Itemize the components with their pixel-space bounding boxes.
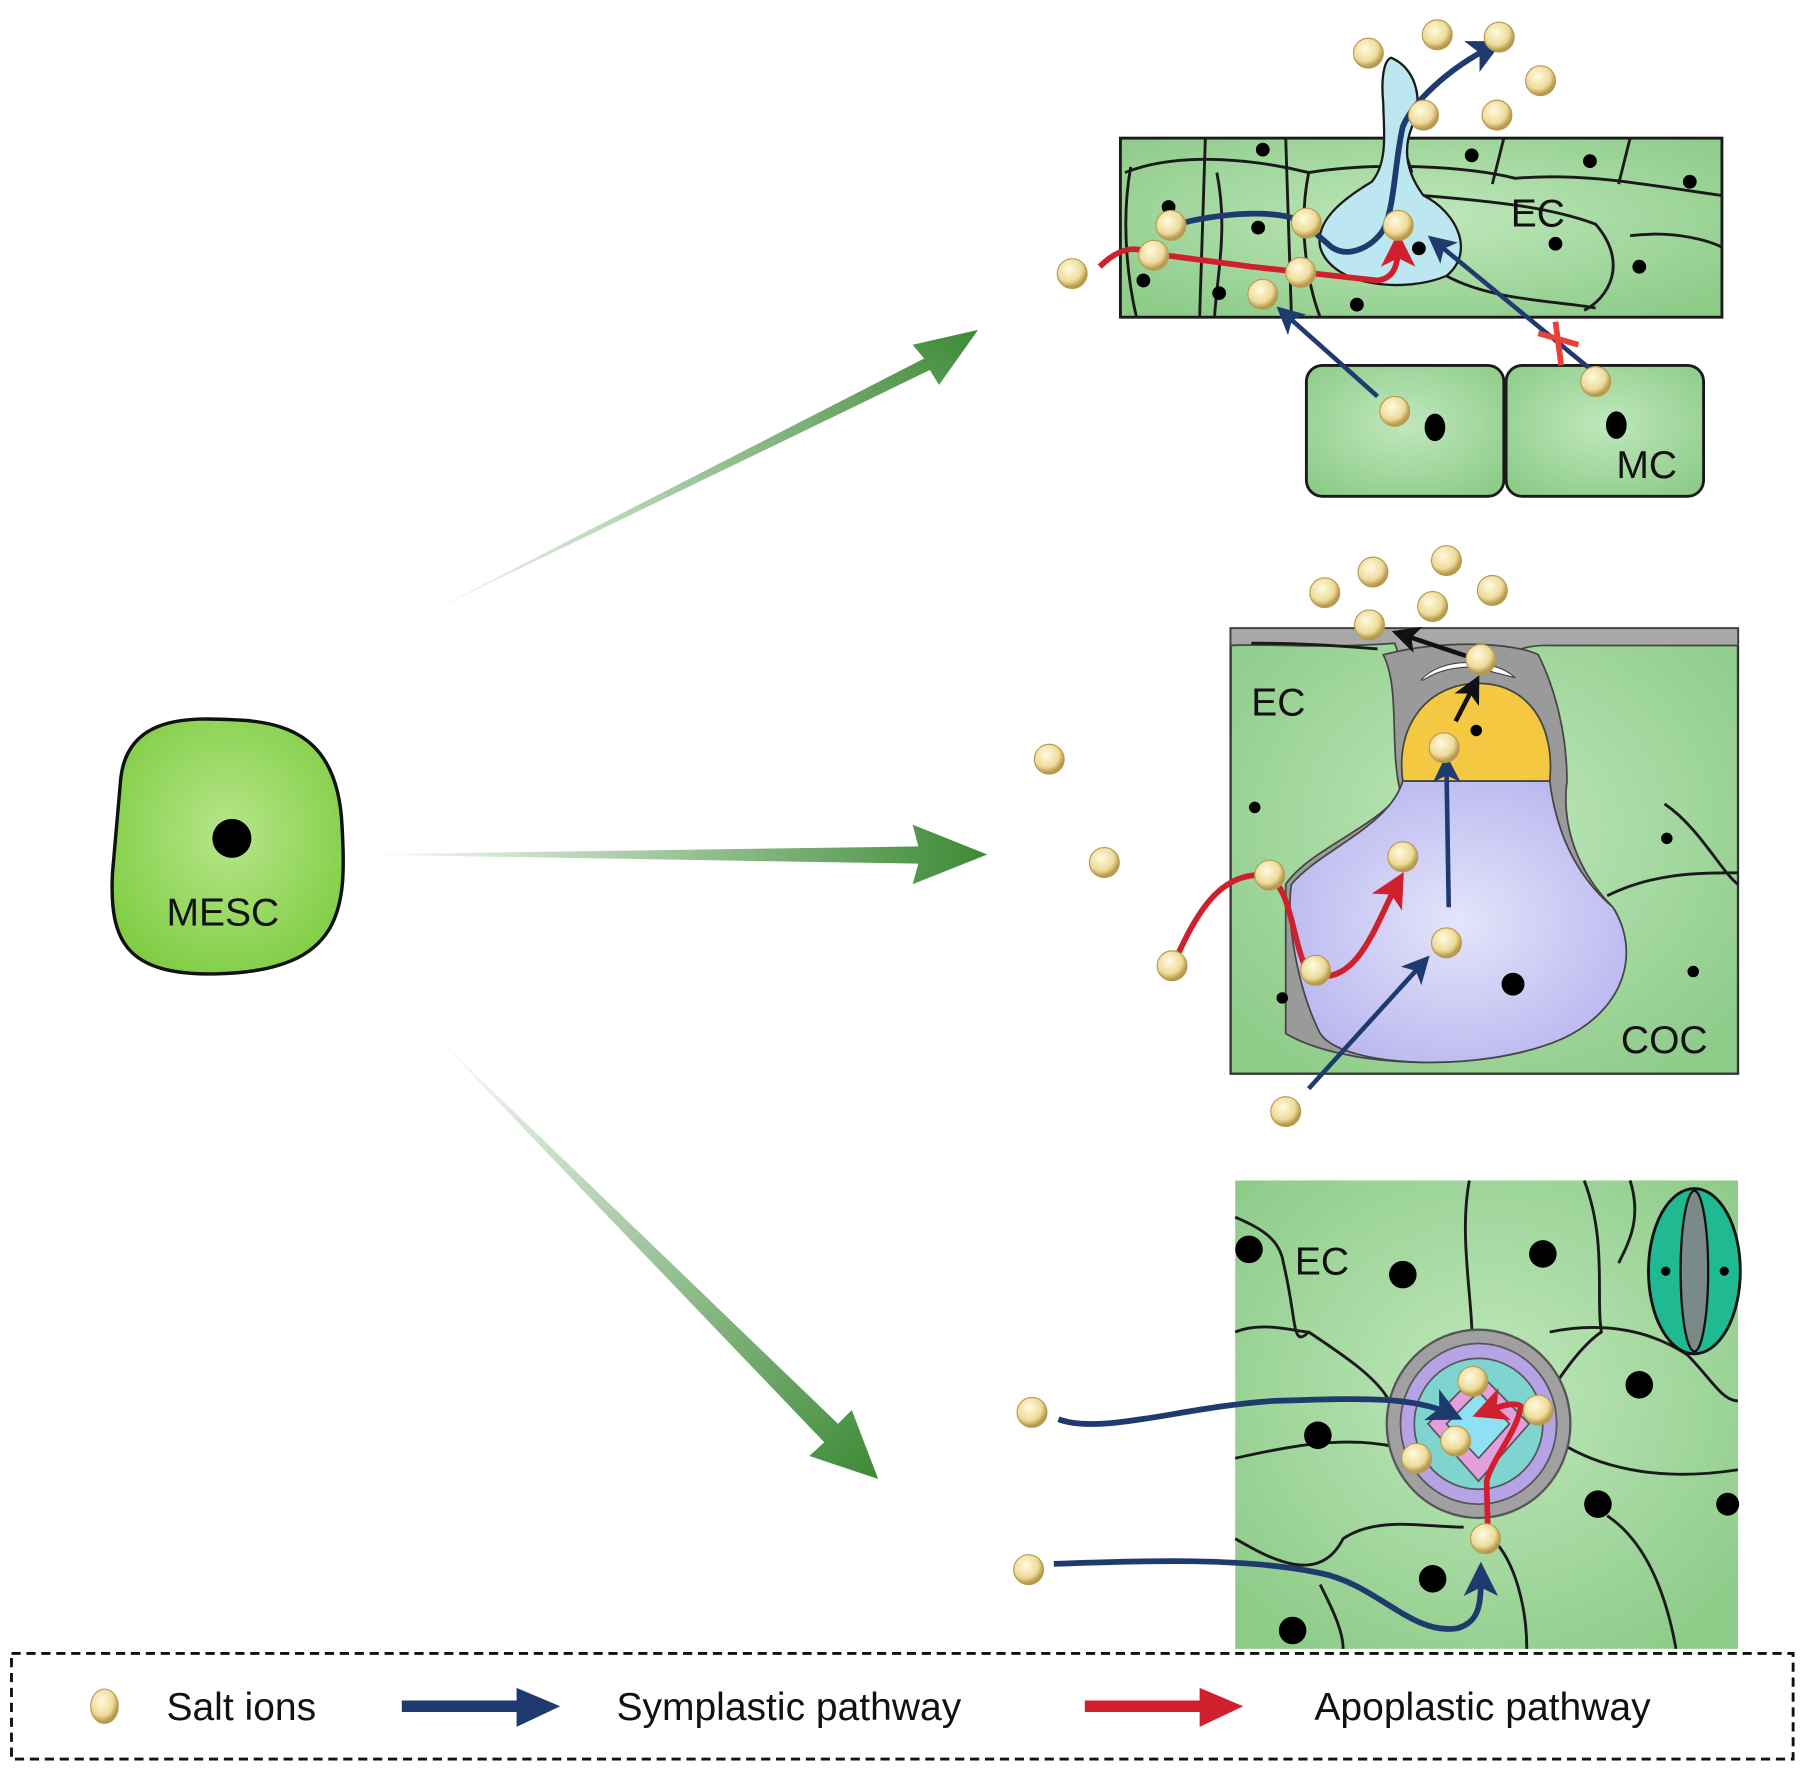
salt-ion-icon xyxy=(1309,577,1341,609)
mesc-label: MESC xyxy=(166,892,279,935)
legend-apoplastic: Apoplastic pathway xyxy=(1314,1686,1651,1729)
blue-arrow-icon xyxy=(401,1687,561,1727)
panel-bladder: EC COC xyxy=(1170,626,1740,1091)
panel-gland: EC xyxy=(1053,1179,1742,1650)
salt-ion-icon xyxy=(1285,256,1317,288)
salt-ion-icon xyxy=(1481,99,1513,131)
salt-ion-icon xyxy=(1407,99,1439,131)
salt-ion-icon xyxy=(1469,1523,1501,1555)
panel1-mc-label: MC xyxy=(1616,444,1677,487)
salt-ion-icon xyxy=(1379,395,1411,427)
legend-salt-ions: Salt ions xyxy=(166,1686,316,1729)
salt-ion-icon xyxy=(1270,1096,1302,1128)
salt-ion-icon xyxy=(1357,556,1389,588)
salt-ion-icon xyxy=(1440,1425,1472,1457)
salt-ion-icon xyxy=(1354,609,1386,641)
salt-ion-icon xyxy=(1476,574,1508,606)
salt-ion-icon xyxy=(1013,1554,1045,1586)
salt-ion-icon xyxy=(1138,239,1170,271)
differentiation-arrow-up xyxy=(413,329,979,621)
salt-ion-icon xyxy=(1525,65,1557,97)
salt-ion-icon xyxy=(1290,207,1322,239)
salt-ion-icon xyxy=(1247,278,1279,310)
salt-ion-icon xyxy=(1254,859,1286,891)
mesc-cell: MESC xyxy=(110,717,345,976)
salt-ion-icon xyxy=(1156,950,1188,982)
collecting-cell xyxy=(1289,780,1628,1064)
salt-ion-icon xyxy=(1016,1396,1048,1428)
salt-ion-icon xyxy=(1428,732,1460,764)
salt-ions xyxy=(1013,19,1612,1586)
salt-ion-icon xyxy=(1382,209,1414,241)
panel2-ec-label: EC xyxy=(1251,682,1305,725)
block-mark-icon xyxy=(1537,321,1580,366)
trichome xyxy=(1318,56,1463,287)
salt-ion-icon xyxy=(1088,846,1120,878)
salt-ion-icon xyxy=(1387,841,1419,873)
panel-trichome: EC MC xyxy=(1097,41,1724,498)
panel1-ec-label: EC xyxy=(1511,193,1565,236)
differentiation-arrow-down xyxy=(430,1031,879,1479)
salt-ion-icon xyxy=(1483,21,1515,53)
salt-ion-icon xyxy=(1465,643,1497,675)
salt-ion-icon xyxy=(1401,1442,1433,1474)
salt-ion-icon xyxy=(1155,209,1187,241)
salt-ion-icon xyxy=(1430,545,1462,577)
legend-symplastic: Symplastic pathway xyxy=(616,1686,961,1729)
salt-ion-icon xyxy=(1033,743,1065,775)
salt-ion-icon xyxy=(1056,258,1088,290)
salt-ion-icon xyxy=(1352,37,1384,69)
stoma xyxy=(1647,1187,1742,1356)
salt-ion-icon xyxy=(1421,19,1453,51)
salt-ion-icon xyxy=(1457,1365,1489,1397)
salt-ion-icon xyxy=(90,1688,119,1725)
salt-ion-icon xyxy=(1300,954,1332,986)
differentiation-arrow-mid xyxy=(355,824,988,885)
salt-ion-icon xyxy=(1417,590,1449,622)
panel3-ec-label: EC xyxy=(1295,1241,1349,1284)
salt-ion-icon xyxy=(1522,1394,1554,1426)
red-arrow-icon xyxy=(1084,1687,1244,1727)
salt-ion-icon xyxy=(1580,365,1612,397)
salt-ion-icon xyxy=(1430,927,1462,959)
panel2-coc-label: COC xyxy=(1621,1019,1708,1062)
nucleus xyxy=(212,818,252,858)
legend: Salt ions Symplastic pathway Apoplastic … xyxy=(10,1651,1795,1761)
